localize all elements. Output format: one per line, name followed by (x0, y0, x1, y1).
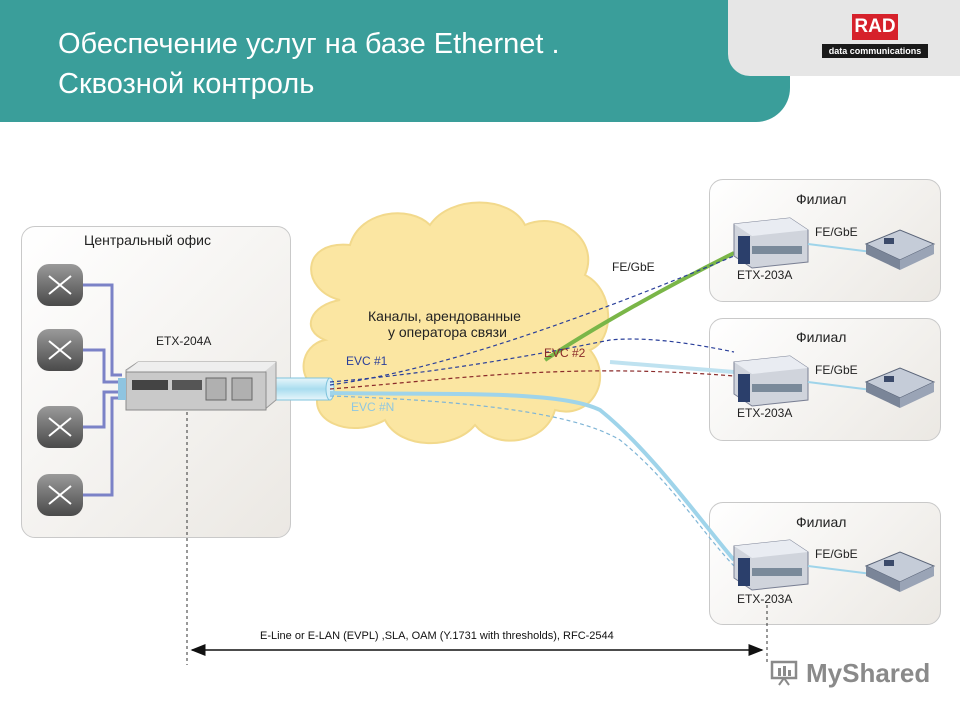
etx-203a-device (733, 217, 809, 269)
branch-device-label: ETX-203A (737, 268, 793, 282)
etx-203a-device (733, 355, 809, 407)
router-icon (37, 406, 83, 448)
etx-204a-device (118, 361, 277, 411)
router-icon (37, 264, 83, 306)
cloud-label-line-1: Каналы, арендованные (368, 308, 521, 324)
watermark-text: MyShared (806, 658, 931, 688)
router-links (80, 283, 122, 497)
branch-device-label: ETX-203A (737, 406, 793, 420)
central-office-label: Центральный офис (84, 232, 211, 248)
title-line-1: Обеспечение услуг на базе Ethernet . (58, 28, 560, 60)
branch-links (807, 243, 873, 575)
branch-label: Филиал (796, 329, 847, 345)
title-line-2: Сквозной контроль (58, 68, 315, 100)
server-icon (864, 551, 936, 592)
watermark: MyShared (770, 656, 940, 692)
server-icon (864, 367, 936, 408)
branch-link-label: FE/GbE (815, 547, 858, 561)
logo-text: RAD (852, 14, 898, 40)
etx-204a-label: ETX-204A (156, 334, 212, 348)
evc1-label: EVC #1 (346, 354, 388, 368)
etx-203a-device (733, 539, 809, 591)
service-description: E-Line or E-LAN (EVPL) ,SLA, OAM (Y.1731… (260, 630, 614, 642)
router-icon (37, 329, 83, 371)
branch-label: Филиал (796, 191, 847, 207)
evcn-label: EVC #N (351, 400, 395, 414)
logo-subtext: data communications (822, 44, 928, 58)
scope-lines (186, 412, 768, 665)
service-tube (267, 377, 335, 401)
cloud-label-line-2: у оператора связи (388, 324, 507, 340)
rad-logo: RAD data communications (822, 14, 928, 60)
router-icon (37, 474, 83, 516)
branch-label: Филиал (796, 514, 847, 530)
fe-gbe-link (543, 251, 735, 362)
header-band (0, 0, 790, 122)
presentation-icon (770, 660, 798, 686)
branch-device-label: ETX-203A (737, 592, 793, 606)
branch-link-label: FE/GbE (815, 363, 858, 377)
fe-gbe-link-label: FE/GbE (612, 260, 655, 274)
branch-link-label: FE/GbE (815, 225, 858, 239)
logo-area (728, 0, 960, 76)
server-icon (864, 229, 936, 270)
evc-paths (329, 255, 736, 567)
page-title: Обеспечение услуг на базе Ethernet . Скв… (58, 24, 560, 104)
evc2-label: EVC #2 (544, 346, 586, 360)
